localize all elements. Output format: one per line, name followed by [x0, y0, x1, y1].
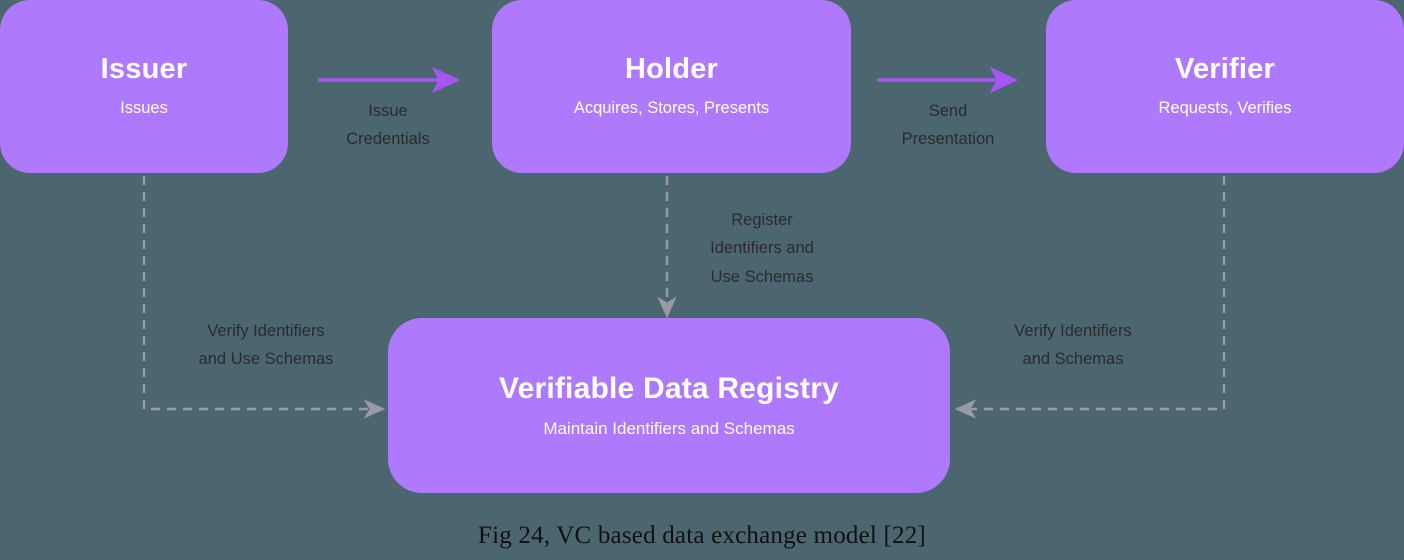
node-issuer-subtitle: Issues	[120, 99, 168, 118]
edge-label-verify-identifiers-and-use-schemas: Verify Identifiers and Use Schemas	[198, 322, 334, 369]
node-registry-subtitle: Maintain Identifiers and Schemas	[543, 418, 795, 438]
node-verifier[interactable]: Verifier Requests, Verifies	[1046, 0, 1404, 173]
dashed-verify-issuer-to-registry	[142, 176, 386, 419]
node-holder-title: Holder	[624, 53, 719, 86]
edge-label-issue-credentials: Issue Credentials	[346, 102, 430, 149]
node-issuer[interactable]: Issuer Issues	[0, 0, 288, 173]
node-holder[interactable]: Holder Acquires, Stores, Presents	[492, 0, 851, 173]
figure-caption: Fig 24, VC based data exchange model [22…	[478, 522, 926, 549]
node-issuer-title: Issuer	[100, 53, 188, 86]
node-verifier-subtitle: Requests, Verifies	[1158, 99, 1292, 118]
edge-label-verify-identifiers-and-schemas: Verify Identifiers and Schemas	[1014, 322, 1132, 369]
node-verifiable-data-registry[interactable]: Verifiable Data Registry Maintain Identi…	[388, 318, 950, 493]
node-registry-title: Verifiable Data Registry	[499, 371, 839, 405]
dashed-verify-verifier-to-registry	[954, 176, 1226, 419]
edge-label-send-presentation: Send Presentation	[901, 102, 995, 149]
node-verifier-title: Verifier	[1175, 53, 1275, 86]
node-holder-subtitle: Acquires, Stores, Presents	[573, 99, 770, 118]
edge-label-register-identifiers: Register Identifiers and Use Schemas	[710, 211, 814, 286]
